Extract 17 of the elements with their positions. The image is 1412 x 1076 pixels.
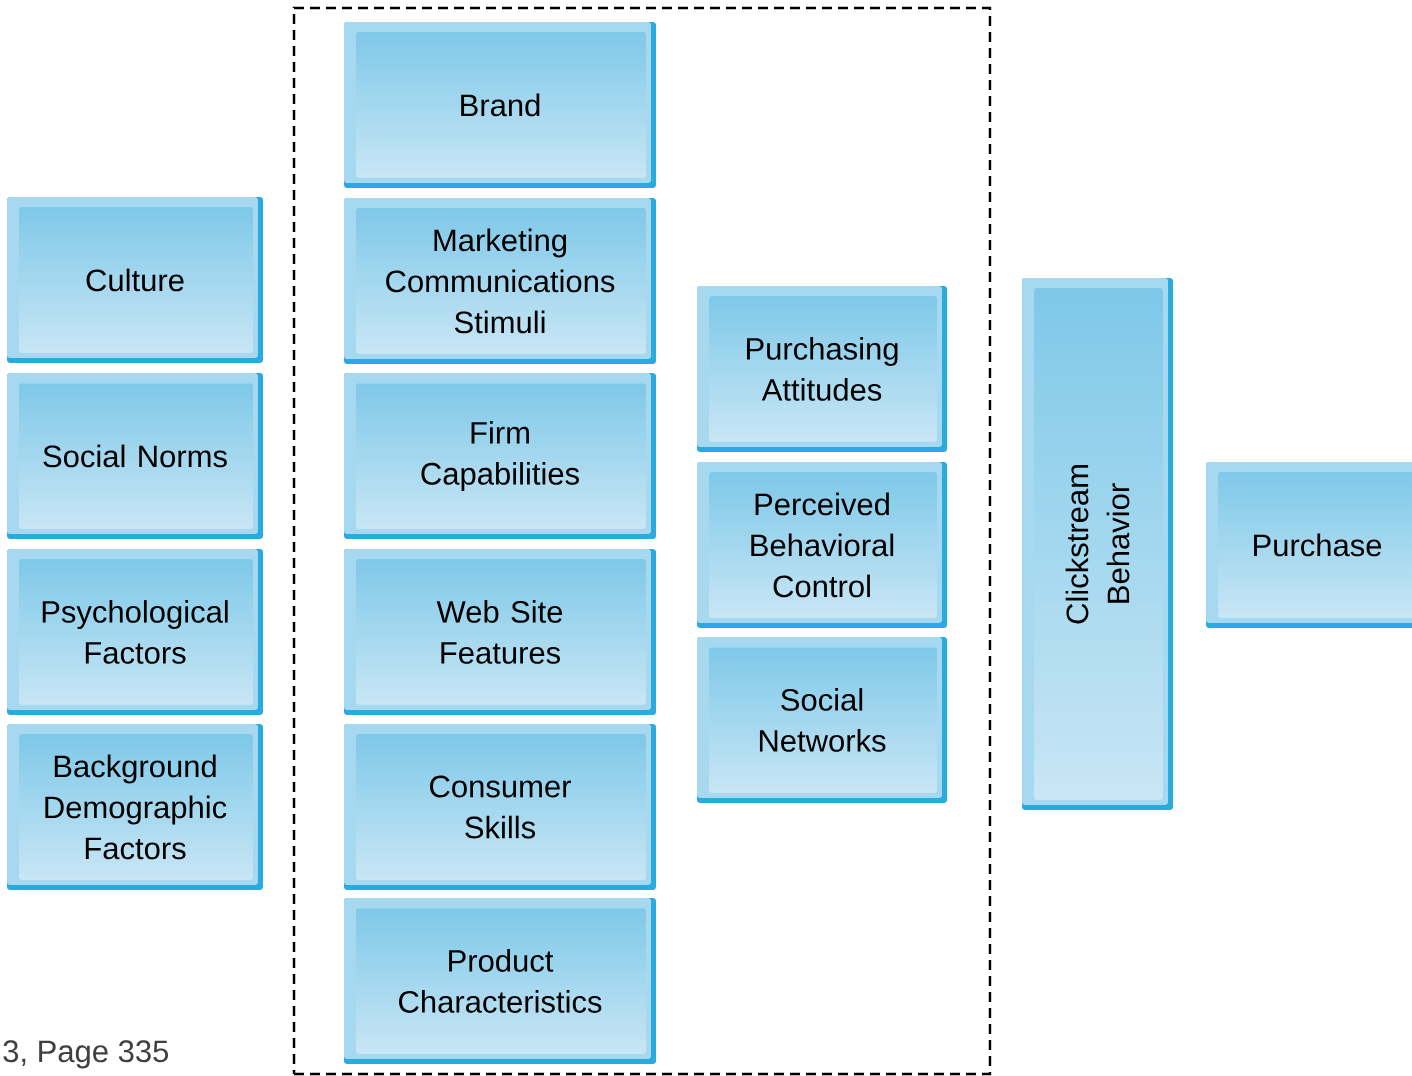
process-box: Consumer Skills <box>344 724 656 890</box>
page-reference: 3, Page 335 <box>3 1040 169 1069</box>
process-box: Psychological Factors <box>7 549 263 715</box>
process-box: Firm Capabilities <box>344 373 656 539</box>
process-box: Brand <box>344 22 656 188</box>
process-box: Social Networks <box>697 637 947 803</box>
process-box: Culture <box>7 197 263 363</box>
process-box: Purchasing Attitudes <box>697 286 947 452</box>
process-box: Web Site Features <box>344 549 656 715</box>
process-box: Clickstream Behavior <box>1022 278 1173 810</box>
process-box: Social Norms <box>7 373 263 539</box>
process-box: Purchase <box>1206 462 1412 628</box>
process-box: Background Demographic Factors <box>7 724 263 890</box>
process-box: Marketing Communications Stimuli <box>344 198 656 364</box>
process-box: Perceived Behavioral Control <box>697 462 947 628</box>
dashed-frame <box>292 6 992 1076</box>
process-box: Product Characteristics <box>344 898 656 1064</box>
